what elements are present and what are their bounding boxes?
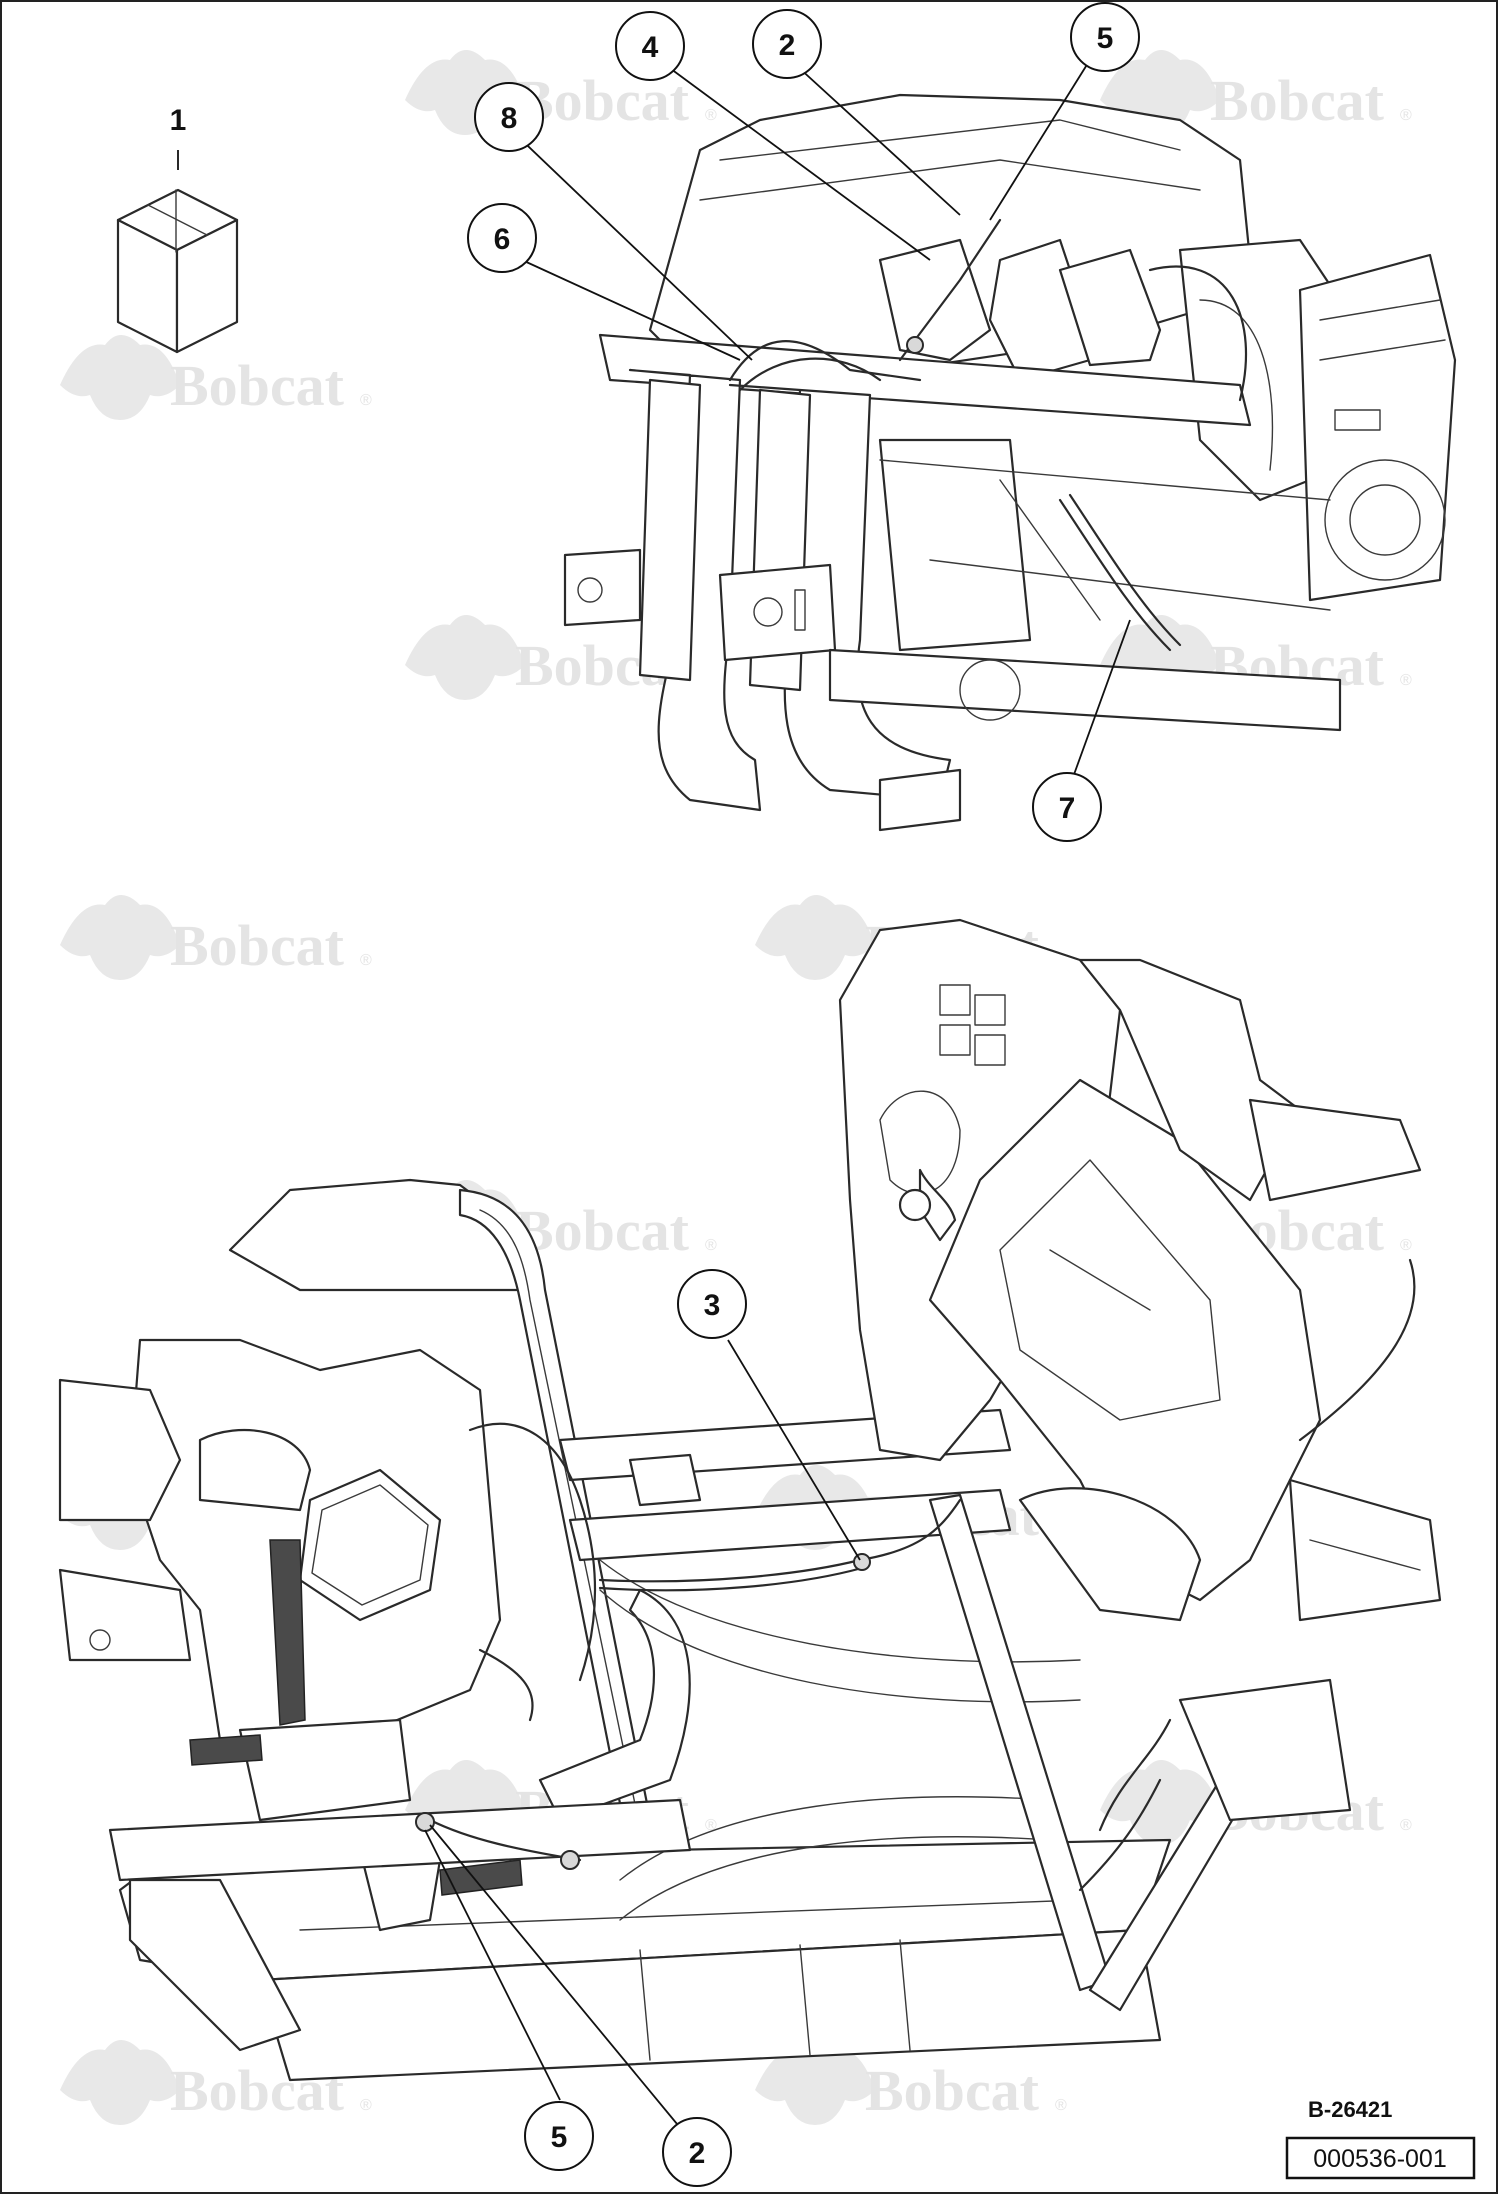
watermark: Bobcat ® [60, 895, 372, 980]
svg-text:®: ® [1055, 2097, 1067, 2114]
svg-text:5: 5 [1097, 22, 1114, 55]
svg-text:Bobcat: Bobcat [865, 2058, 1040, 2123]
svg-text:6: 6 [494, 223, 511, 256]
svg-text:4: 4 [642, 31, 659, 64]
callout-2-lower: 2 [662, 2117, 732, 2187]
watermark: Bobcat ® [60, 335, 372, 420]
callout-1: 1 [170, 104, 187, 137]
callout-8: 8 [474, 82, 544, 152]
callout-4: 4 [615, 11, 685, 81]
watermark: Bobcat ® [755, 2040, 1067, 2125]
callout-3: 3 [677, 1269, 747, 1339]
svg-text:®: ® [1400, 1817, 1412, 1834]
svg-text:®: ® [360, 392, 372, 409]
svg-text:®: ® [360, 952, 372, 969]
svg-text:7: 7 [1059, 792, 1076, 825]
callouts: 1 2 2 3 4 5 5 6 7 [170, 2, 1140, 2187]
svg-text:Bobcat: Bobcat [515, 1198, 690, 1263]
svg-text:2: 2 [689, 2137, 706, 2170]
callout-7: 7 [1032, 772, 1102, 842]
kit-box [116, 188, 239, 354]
svg-text:®: ® [1400, 107, 1412, 124]
figure-reference: B-26421 [1308, 2097, 1392, 2122]
svg-text:®: ® [705, 107, 717, 124]
callout-6: 6 [467, 203, 537, 273]
upper-frame-assembly [563, 93, 1457, 832]
svg-text:Bobcat: Bobcat [170, 353, 345, 418]
part-number: 000536-001 [1313, 2145, 1446, 2173]
svg-text:3: 3 [704, 1289, 721, 1322]
svg-text:2: 2 [779, 29, 796, 62]
part-number-box: 000536-001 [1285, 2136, 1476, 2180]
svg-text:®: ® [1400, 1237, 1412, 1254]
svg-text:Bobcat: Bobcat [170, 913, 345, 978]
svg-text:5: 5 [551, 2121, 568, 2154]
leader-lines [177, 54, 1131, 2131]
callout-2-upper: 2 [752, 9, 822, 79]
watermark: Bobcat ® [1100, 50, 1412, 135]
svg-text:®: ® [1400, 672, 1412, 689]
svg-text:®: ® [705, 1237, 717, 1254]
lower-chassis-assembly [58, 918, 1442, 2082]
callout-5-lower: 5 [524, 2101, 594, 2171]
svg-text:®: ® [360, 2097, 372, 2114]
svg-text:8: 8 [501, 102, 518, 135]
svg-text:Bobcat: Bobcat [1210, 68, 1385, 133]
callout-5-upper: 5 [1070, 2, 1140, 72]
